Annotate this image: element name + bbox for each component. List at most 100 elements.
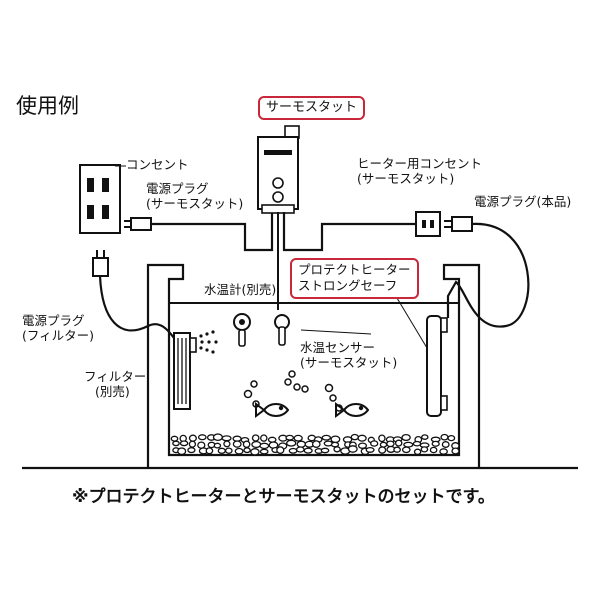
gravel-stone	[250, 448, 260, 456]
gravel	[170, 433, 460, 456]
gravel-stone	[187, 447, 196, 454]
water-thermometer-label: 水温計(別売)	[204, 282, 277, 297]
gravel-stone	[303, 447, 313, 454]
water-thermometer-icon	[233, 313, 251, 347]
gravel-stone	[412, 440, 422, 447]
gravel-stone	[259, 442, 270, 450]
gravel-stone	[217, 447, 226, 454]
sensor-head-icon	[274, 314, 290, 346]
aquarium-tank	[146, 263, 481, 468]
leader-heater	[396, 297, 428, 349]
gravel-stone	[320, 447, 330, 454]
filter-cord	[98, 275, 175, 339]
gravel-stone	[243, 447, 251, 454]
leader-sensor	[300, 329, 372, 335]
gravel-stone	[431, 440, 440, 447]
gravel-stone	[357, 434, 367, 442]
gravel-stone	[223, 440, 231, 448]
gravel-stone	[213, 442, 222, 449]
power-plug-filter-label-1: 電源プラグ	[22, 313, 85, 328]
gravel-stone	[251, 434, 260, 442]
gravel-stone	[447, 434, 456, 442]
thermostat-plug-icon	[124, 217, 152, 231]
bubbles-icon	[243, 370, 343, 412]
gravel-stone	[420, 446, 429, 453]
gravel-stone	[429, 446, 438, 454]
gravel-stone	[296, 440, 307, 448]
gravel-stone	[365, 446, 375, 453]
gravel-stone	[172, 440, 180, 447]
filter-icon	[173, 332, 197, 410]
gravel-stone	[221, 435, 232, 442]
gravel-stone	[379, 441, 388, 448]
gravel-stone	[267, 436, 277, 443]
gravel-stone	[276, 446, 285, 454]
gravel-stone	[188, 440, 197, 448]
gravel-stone	[401, 446, 411, 454]
fish-icon	[255, 402, 290, 418]
power-plug-filter-label-2: (フィルター)	[22, 328, 95, 343]
gravel-stone	[401, 433, 411, 442]
heater-label-1: プロテクトヒーター	[298, 262, 411, 277]
gravel-stone	[378, 446, 387, 454]
gravel-stone	[370, 440, 379, 447]
gravel-stone	[440, 433, 449, 441]
gravel-stone	[311, 440, 321, 448]
fish-icon	[335, 402, 370, 418]
heater-label-2: ストロングセーフ	[298, 278, 398, 294]
gravel-stone	[170, 435, 179, 442]
thermostat-unit-icon	[257, 125, 300, 214]
gravel-stone	[295, 446, 305, 453]
power-plug-thermostat-label-1: 電源プラグ	[146, 181, 209, 196]
gravel-stone	[451, 447, 460, 455]
gravel-stone	[378, 434, 386, 443]
gravel-stone	[212, 433, 223, 442]
gravel-stone	[393, 446, 401, 453]
gravel-stone	[242, 440, 251, 449]
heater-icon	[426, 315, 448, 417]
heater-label: プロテクトヒーター ストロングセーフ	[290, 258, 419, 299]
page-title: 使用例	[16, 94, 79, 118]
outlet-label: コンセント	[126, 157, 189, 172]
gravel-stone	[293, 434, 303, 442]
gravel-stone	[286, 439, 297, 447]
gravel-stone	[386, 440, 395, 448]
gravel-stone	[350, 433, 359, 441]
gravel-stone	[251, 440, 262, 449]
thermostat-label: サーモスタット	[258, 96, 366, 120]
gravel-stone	[347, 445, 358, 453]
sensor-label-2: (サーモスタット)	[300, 355, 398, 370]
gravel-stone	[179, 440, 189, 447]
power-plug-main-label: 電源プラグ(本品)	[474, 194, 572, 209]
gravel-stone	[234, 447, 244, 455]
gravel-stone	[224, 447, 233, 454]
heater-outlet-label-1: ヒーター用コンセント	[357, 156, 483, 171]
gravel-stone	[330, 441, 340, 448]
spray-icon	[199, 330, 218, 354]
gravel-stone	[205, 447, 214, 455]
gravel-stone	[285, 434, 295, 441]
wall-outlet-icon	[79, 164, 121, 234]
gravel-stone	[441, 441, 450, 448]
gravel-stone	[413, 448, 422, 456]
filter-label-2: (別売)	[95, 384, 130, 399]
heater-outlet-label-2: (サーモスタット)	[357, 171, 455, 186]
gravel-stone	[260, 434, 268, 442]
filter-label-1: フィルター	[84, 369, 147, 384]
gravel-stone	[330, 435, 341, 444]
gravel-stone	[188, 434, 197, 442]
heater-outlet-icon	[415, 211, 441, 237]
gravel-stone	[394, 439, 403, 447]
sensor-label-1: 水温センサー	[300, 340, 376, 355]
gravel-stone	[439, 448, 448, 455]
gravel-stone	[197, 434, 207, 441]
gravel-stone	[177, 447, 187, 456]
gravel-stone	[232, 440, 242, 448]
gravel-stone	[403, 441, 414, 448]
gravel-stone	[259, 448, 269, 455]
gravel-stone	[333, 446, 341, 453]
caption: ※プロテクトヒーターとサーモスタットのセットです。	[72, 487, 495, 507]
gravel-stone	[321, 434, 332, 441]
heater-cord	[446, 222, 530, 328]
